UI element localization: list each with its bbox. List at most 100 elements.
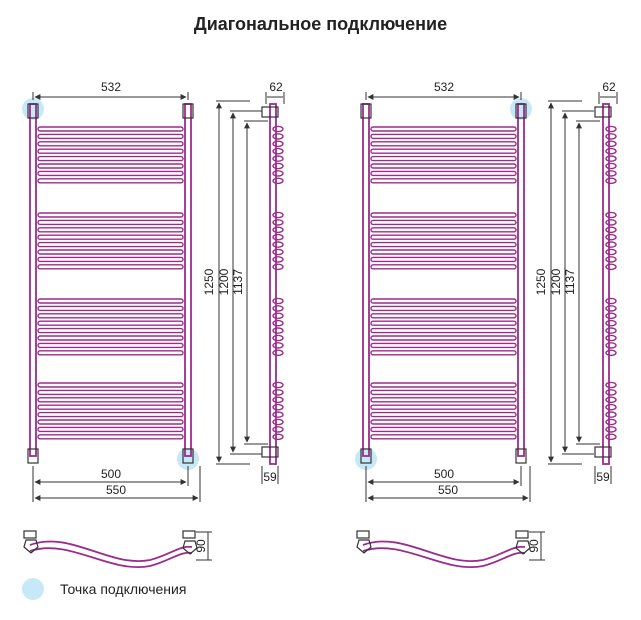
- rail-rung: [370, 320, 517, 326]
- rail-loop: [272, 226, 284, 234]
- rail-loop: [605, 256, 617, 263]
- rail-loop: [605, 312, 617, 320]
- rail-loop: [605, 319, 617, 327]
- rail-loop: [272, 327, 284, 334]
- rail-loop: [272, 334, 284, 342]
- rail-loop: [272, 211, 284, 219]
- rail-rung: [370, 350, 517, 356]
- rail-rung: [370, 141, 517, 147]
- rail-loop: [272, 233, 284, 241]
- rail-rung: [37, 419, 184, 425]
- rail-rung: [37, 350, 184, 356]
- rail-loop: [605, 334, 617, 342]
- rail-loop: [272, 319, 284, 327]
- rail-rung: [370, 148, 517, 154]
- dim-height-total: 1250: [202, 268, 216, 295]
- rail-loop: [605, 226, 617, 234]
- dim-bottom-outer-right: 550: [438, 483, 458, 497]
- front-view-right: 532 500 550: [355, 80, 532, 502]
- rail-loop: [605, 140, 617, 148]
- rail-rung: [370, 170, 517, 177]
- rail-rung: [37, 382, 184, 388]
- rail-rung: [370, 155, 517, 162]
- rail-loop: [605, 426, 617, 433]
- rail-loop: [272, 125, 284, 133]
- rail-rung: [370, 426, 517, 433]
- dim-side-depth-bottom-right: 59: [596, 470, 610, 484]
- rail-rung: [370, 126, 517, 132]
- rail-rung: [370, 212, 517, 218]
- rail-loop: [605, 155, 617, 162]
- rail-loop: [272, 162, 284, 170]
- rail-rung: [370, 227, 517, 233]
- dim-height-mid-right: 1200: [549, 268, 563, 295]
- dim-top-width: 532: [101, 80, 121, 94]
- rail-loop: [272, 411, 284, 418]
- rail-loop: [605, 147, 617, 155]
- rail-loop: [605, 342, 617, 349]
- rail-loop: [605, 411, 617, 418]
- rail-rung: [37, 234, 184, 240]
- rail-rung: [370, 404, 517, 410]
- profile-view-left: 90: [23, 530, 212, 569]
- rail-loop: [605, 219, 617, 226]
- rail-rung: [37, 426, 184, 433]
- rail-loop: [605, 389, 617, 396]
- rail-rung: [370, 389, 517, 396]
- rail-loop: [605, 433, 617, 441]
- dim-bottom-inner: 500: [101, 467, 121, 481]
- side-view-left: 1250 1200 1137 62 59: [202, 80, 285, 484]
- rail-loop: [272, 241, 284, 248]
- rail-rung: [370, 419, 517, 425]
- rail-rung: [37, 219, 184, 226]
- rail-loop: [605, 381, 617, 389]
- legend-label: Точка подключения: [60, 581, 186, 597]
- rail-loop: [605, 125, 617, 133]
- rail-rung: [37, 389, 184, 396]
- rail-loop: [605, 297, 617, 305]
- rail-rung: [370, 305, 517, 312]
- rail-rung: [37, 155, 184, 162]
- rail-loop: [272, 140, 284, 148]
- rail-rung: [37, 327, 184, 334]
- rail-loop: [272, 342, 284, 349]
- dim-height-total-right: 1250: [534, 268, 548, 295]
- rail-loop: [272, 248, 284, 256]
- rail-rung: [370, 342, 517, 349]
- rail-loop: [272, 155, 284, 162]
- rail-loop: [272, 177, 284, 185]
- rail-rung: [37, 212, 184, 218]
- rail-loop: [605, 248, 617, 256]
- rail-rung: [370, 313, 517, 319]
- rail-loop: [272, 426, 284, 433]
- rail-loop: [272, 381, 284, 389]
- dim-side-depth-top: 62: [269, 80, 283, 94]
- rail-rung: [37, 404, 184, 410]
- rail-rung: [37, 411, 184, 418]
- rail-loop: [605, 349, 617, 357]
- rail-loop: [605, 177, 617, 185]
- rail-loop: [605, 396, 617, 404]
- rail-rung: [370, 249, 517, 255]
- dim-profile-depth-right: 90: [527, 539, 541, 553]
- rail-rung: [370, 241, 517, 248]
- rail-rung: [370, 178, 517, 184]
- rail-loop: [272, 297, 284, 305]
- rail-rung: [37, 305, 184, 312]
- rail-rung: [37, 170, 184, 177]
- rail-loop: [605, 418, 617, 426]
- rail-loop: [605, 403, 617, 411]
- dim-side-depth-top-right: 62: [602, 80, 616, 94]
- front-view-left: 532 500 550: [22, 80, 201, 502]
- rail-rung: [37, 249, 184, 255]
- rail-rung: [37, 256, 184, 263]
- dim-profile-depth-left: 90: [194, 539, 208, 553]
- connection-point-top-right: [510, 98, 532, 120]
- rail-rung: [370, 163, 517, 169]
- rail-rung: [370, 219, 517, 226]
- profile-view-right: 90: [356, 530, 545, 569]
- rail-rung: [370, 335, 517, 341]
- rail-loop: [272, 418, 284, 426]
- rail-loop: [605, 305, 617, 312]
- rail-loop: [605, 233, 617, 241]
